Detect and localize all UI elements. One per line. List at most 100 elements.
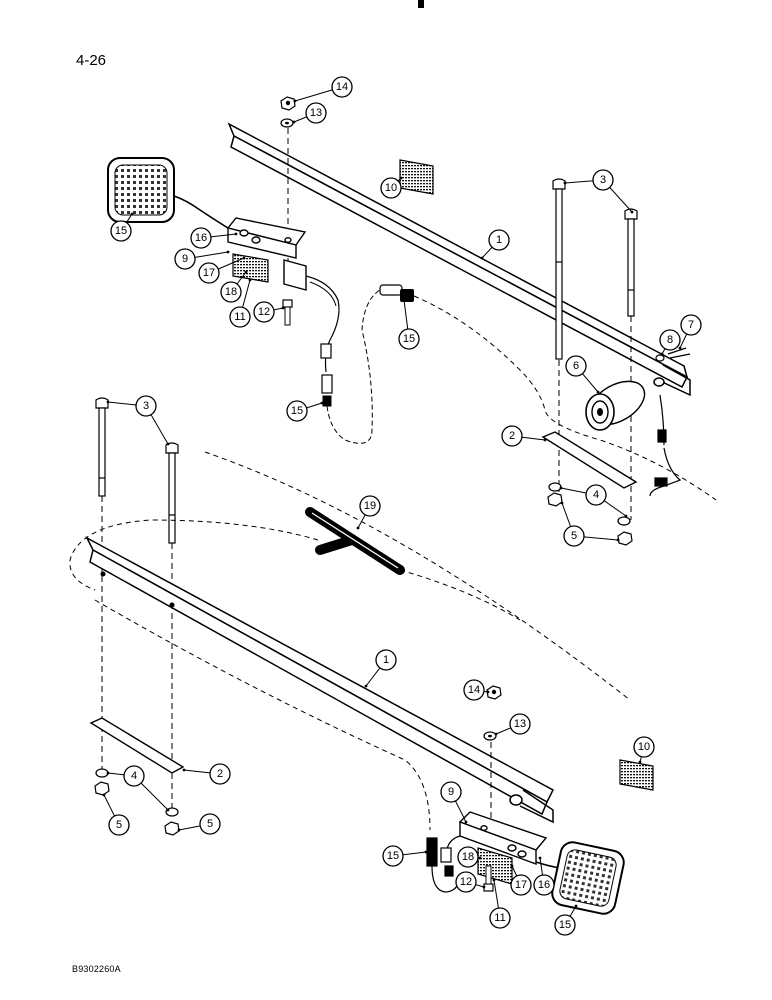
leader-arrow-tip — [616, 538, 620, 542]
callout-number: 11 — [494, 912, 505, 924]
callout-circle — [501, 425, 523, 447]
callout-circle — [380, 177, 402, 199]
callout-number: 18 — [225, 286, 237, 298]
callout-circle — [398, 328, 420, 350]
callout-8: 8 — [659, 329, 681, 356]
callout-number: 15 — [559, 919, 571, 931]
leader-arrow-tip — [242, 256, 246, 260]
lower-nut-14 — [486, 685, 502, 700]
leader-arrow-tip — [678, 346, 682, 350]
callout-circle — [585, 484, 607, 506]
callout-number: 16 — [538, 879, 550, 891]
upper-bolts-3 — [552, 178, 638, 360]
callout-circle — [463, 679, 485, 701]
leader-arrow-tip — [320, 401, 324, 405]
leader-arrow-tip — [402, 298, 406, 302]
upper-reflector-decal-10 — [399, 159, 434, 195]
lower-reflector-decal-10 — [619, 759, 654, 791]
leader-arrow-tip — [624, 514, 628, 518]
callout-number: 2 — [509, 430, 515, 442]
lower-lamp-15 — [535, 841, 625, 915]
callout-number: 1 — [383, 654, 389, 666]
callout-12: 12 — [253, 301, 285, 323]
callout-circle — [209, 763, 231, 785]
lower-cable-route-upper — [204, 451, 631, 701]
leader-arrow-tip — [478, 856, 482, 860]
callout-number: 5 — [207, 818, 213, 830]
leader-arrow-tip — [248, 278, 252, 282]
callout-3: 3 — [106, 395, 170, 446]
callout-5: 5 — [102, 793, 130, 836]
leader-arrow-tip — [234, 232, 238, 236]
callout-13: 13 — [292, 102, 327, 124]
callout-number: 9 — [448, 786, 454, 798]
upper-plate-2 — [541, 431, 638, 489]
callout-number: 16 — [195, 232, 207, 244]
leader-arrow-tip — [177, 828, 181, 832]
upper-resistor-18 — [232, 253, 269, 283]
upper-pin-7 — [667, 347, 691, 359]
callout-number: 8 — [667, 334, 673, 346]
upper-lamp-15 — [107, 157, 229, 229]
callout-number: 14 — [336, 81, 348, 93]
upper-nut-14 — [280, 96, 296, 111]
upper-nuts-5 — [547, 492, 633, 546]
callout-11: 11 — [489, 878, 511, 929]
lower-washer-13 — [483, 731, 497, 741]
callout-2: 2 — [501, 425, 547, 447]
callout-number: 3 — [600, 174, 606, 186]
callout-4: 4 — [559, 484, 628, 518]
leader-arrow-tip — [356, 526, 360, 530]
callout-5: 5 — [177, 813, 221, 835]
leader-arrow-tip — [464, 820, 468, 824]
leader-arrow-tip — [399, 176, 403, 180]
callout-circle — [510, 874, 532, 896]
upper-cable-route — [413, 295, 717, 501]
leader-arrow-tip — [538, 856, 542, 860]
leader-arrow-tip — [559, 486, 563, 490]
callout-number: 4 — [593, 489, 599, 501]
leader-arrow-tip — [244, 270, 248, 274]
callout-7: 7 — [678, 314, 702, 350]
callout-number: 17 — [515, 879, 527, 891]
callout-number: 15 — [115, 225, 127, 237]
callout-1: 1 — [480, 229, 510, 260]
callout-number: 1 — [496, 234, 502, 246]
callout-number: 17 — [203, 267, 215, 279]
leader-arrow-tip — [596, 390, 600, 394]
upper-lamp-bracket — [226, 217, 307, 291]
callout-circle — [110, 220, 132, 242]
callout-circle — [286, 400, 308, 422]
callout-18: 18 — [220, 270, 248, 303]
upper-round-lamp-6 — [585, 380, 646, 431]
callout-4: 4 — [106, 765, 170, 812]
callout-number: 15 — [403, 333, 415, 345]
callout-15: 15 — [554, 904, 578, 936]
lower-harness-15 — [426, 835, 461, 893]
callout-circle — [455, 871, 477, 893]
callout-1: 1 — [364, 649, 397, 688]
leader-arrow-tip — [102, 793, 106, 797]
upper-clip-8 — [655, 354, 665, 362]
upper-plug-15 — [379, 284, 414, 302]
leader-arrow-tip — [364, 684, 368, 688]
lower-cable-route-lower — [94, 599, 431, 831]
callout-2: 2 — [182, 763, 231, 785]
callout-17: 17 — [198, 256, 246, 284]
callout-number: 14 — [468, 684, 480, 696]
leader-arrow-tip — [281, 306, 285, 310]
upper-harness-15 — [305, 275, 401, 444]
callout-15: 15 — [382, 845, 428, 867]
leader-arrow-tip — [480, 256, 484, 260]
callout-15: 15 — [110, 212, 134, 242]
lower-lamp-bracket — [458, 811, 548, 866]
callout-number: 15 — [291, 405, 303, 417]
callout-circle — [680, 314, 702, 336]
callout-number: 7 — [688, 319, 694, 331]
callout-circle — [331, 76, 353, 98]
callout-circle — [488, 229, 510, 251]
callout-19: 19 — [356, 495, 381, 530]
callout-circle — [199, 813, 221, 835]
